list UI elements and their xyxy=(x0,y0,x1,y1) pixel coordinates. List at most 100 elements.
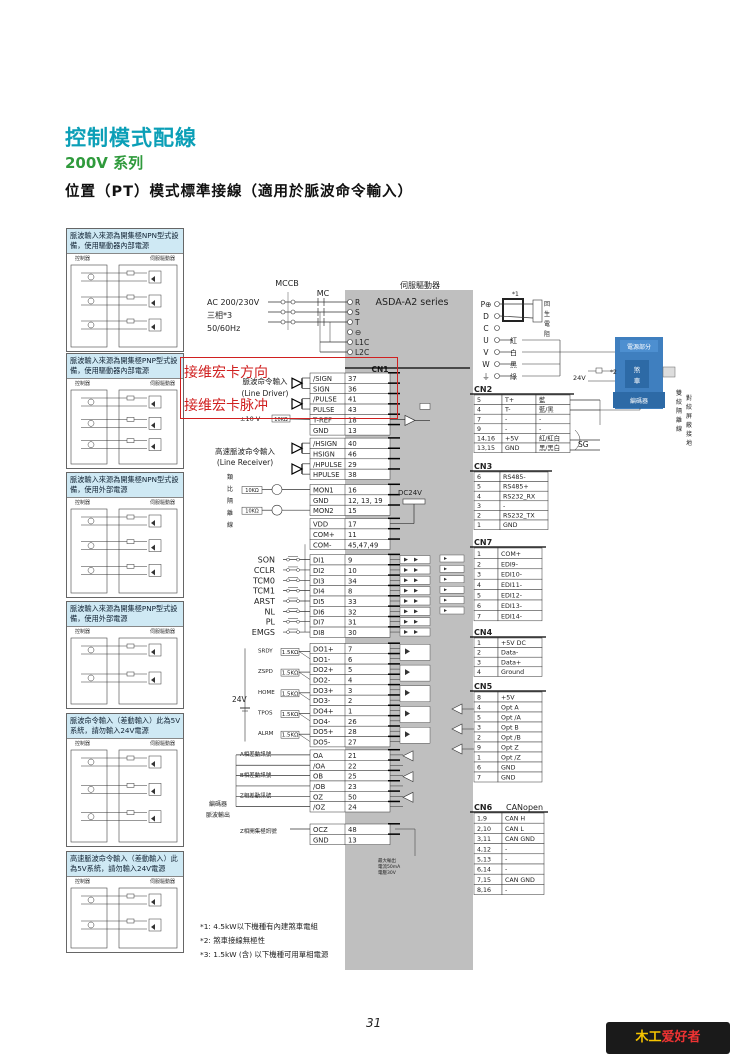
do-signal-name: TPOS xyxy=(257,711,273,717)
connector-signal: RS485- xyxy=(503,474,526,481)
panel-labels: 控制器伺服驅動器 xyxy=(67,627,183,636)
connector-pin-number: 5 xyxy=(477,397,481,404)
panel-title: 高速脈波命令輸入（差動輸入）此為5V系統，請勿輸入24V電源 xyxy=(67,852,183,877)
connector-label: CN3 xyxy=(474,462,492,471)
panel-schematic xyxy=(70,637,178,705)
do-resistor: 1.5KΩ xyxy=(282,671,299,677)
connector-wire-color: 紅/紅白 xyxy=(539,434,560,443)
shield-label: 對 xyxy=(686,394,692,402)
connector-signal: RS232_RX xyxy=(503,493,536,500)
regen-text: 電 xyxy=(544,321,550,328)
cn1-pin-name: COM+ xyxy=(313,531,335,539)
page-number: 31 xyxy=(366,1016,382,1030)
cn1-label: CN1 xyxy=(372,365,389,374)
connector-pin-number: 6 xyxy=(477,474,481,481)
cn1-pin-name: DO5+ xyxy=(313,728,334,736)
cn1-pin-name: VDD xyxy=(313,521,328,529)
di-signal-name: ARST xyxy=(254,597,275,606)
shield-label: 蔽 xyxy=(686,421,692,429)
panel-title: 脈波輸入來源為開集極NPN型式設備，使用外部電源 xyxy=(67,473,183,498)
connector-signal: - xyxy=(505,887,507,894)
panel-labels: 控制器伺服驅動器 xyxy=(67,877,183,886)
cn1-pin-name: HSIGN xyxy=(313,450,335,458)
cn1-pin-name: /OA xyxy=(313,762,326,770)
motor-wire-color: 白 xyxy=(510,348,517,357)
power-terminal: L1C xyxy=(355,338,369,347)
cn1-pin-number: 11 xyxy=(348,531,357,539)
cn1-pin-number: 15 xyxy=(348,507,357,515)
connector-pin-number: 2 xyxy=(477,650,481,657)
connector-wire-color: - xyxy=(539,426,541,433)
vref-resistor: 10KΩ xyxy=(274,417,288,423)
output-terminal: U xyxy=(483,336,489,345)
do-signal-name: ALRM xyxy=(258,731,274,737)
connector-signal: +5V xyxy=(505,436,519,443)
connector-pin-number: 9 xyxy=(477,745,481,752)
encoder-label: 編碼器 xyxy=(630,397,648,405)
panel-labels: 控制器伺服驅動器 xyxy=(67,739,183,748)
connector-signal: CAN H xyxy=(505,816,525,823)
connector-signal: GND xyxy=(503,522,518,529)
cn1-pin-number: 29 xyxy=(348,461,357,469)
shield-label: 絞 xyxy=(686,403,692,411)
connector-pin-number: 6,14 xyxy=(477,867,491,874)
cn1-pin-number: 17 xyxy=(348,521,357,529)
cn1-pin-number: 3 xyxy=(348,687,352,695)
cn1-pin-name: T-REF xyxy=(312,416,332,424)
cn1-pin-number: 16 xyxy=(348,487,357,495)
dc24-label: DC24V xyxy=(398,489,422,497)
controller-label: 控制器 xyxy=(75,629,91,635)
footnote: *3: 1.5kW (含) 以下機種可用單相電源 xyxy=(200,950,329,959)
connector-pin-number: 2 xyxy=(477,513,481,520)
cn1-pin-number: 25 xyxy=(348,773,357,781)
cn1-pin-name: OCZ xyxy=(313,826,328,834)
cn1-pin-number: 38 xyxy=(348,471,357,479)
output-terminal: C xyxy=(483,324,488,333)
do-resistor: 1.5KΩ xyxy=(282,712,299,718)
cn1-pin-number: 36 xyxy=(348,385,357,393)
connector-signal: EDI14- xyxy=(501,613,522,620)
max-output-note: 電流50mA xyxy=(378,863,401,870)
motor-wire-color: 黑 xyxy=(510,361,517,369)
panel-labels: 控制器伺服驅動器 xyxy=(67,254,183,263)
brake-mark: *2 xyxy=(610,369,617,376)
max-output-note: 最大輸出 xyxy=(378,857,396,864)
cn1-pin-name: DO2- xyxy=(313,676,331,684)
panel-schematic xyxy=(70,389,178,465)
pulse-input-sub: (Line Driver) xyxy=(242,389,289,398)
footnote: *2: 煞車接線無極性 xyxy=(200,936,265,945)
encoder-output-label: 編碼器 xyxy=(209,800,227,808)
connector-pin-number: 3 xyxy=(477,725,481,732)
cn1-pin-name: /PULSE xyxy=(313,396,337,404)
series-label: 200V 系列 xyxy=(65,154,144,172)
analog-label: 類 xyxy=(227,473,233,481)
connector-wire-color: 藍/黑 xyxy=(539,405,554,414)
cn1-pin-name: DI4 xyxy=(313,588,325,596)
connector-signal: - xyxy=(503,503,505,510)
cn1-pin-name: HPULSE xyxy=(313,471,340,479)
shield-label: 絞 xyxy=(676,398,682,406)
cn1-pin-name: DI2 xyxy=(313,567,325,575)
wiring-panel: 脈波輸入來源為開集極NPN型式設備，使用驅動器內部電源控制器伺服驅動器 xyxy=(66,228,184,352)
connector-pin-number: 1 xyxy=(477,522,481,529)
drive-title: 伺服驅動器 xyxy=(400,280,440,290)
annotation-box xyxy=(180,357,398,419)
ac-phase: 三相*3 xyxy=(207,310,232,320)
di-signal-name: TCM0 xyxy=(252,576,275,585)
panel-labels: 控制器伺服驅動器 xyxy=(67,498,183,507)
panel-schematic xyxy=(70,749,178,843)
connector-wire-color: 藍 xyxy=(539,395,546,404)
connector-pin-number: 2 xyxy=(477,735,481,742)
connector-signal: CAN GND xyxy=(505,836,535,843)
cn1-pin-name: GND xyxy=(313,836,329,844)
cn1-pin-name: DO4- xyxy=(313,718,331,726)
connector-pin-number: 4,12 xyxy=(477,846,491,853)
connector-pin-number: 5 xyxy=(477,593,481,600)
drive-label: 伺服驅動器 xyxy=(149,500,175,506)
cn1-pin-number: 46 xyxy=(348,450,357,458)
cn1-pin-number: 12, 13, 19 xyxy=(348,497,383,505)
shield-label: 隔 xyxy=(676,407,682,415)
cn1-pin-name: OA xyxy=(313,752,323,760)
connector-pin-number: 7 xyxy=(477,416,481,423)
